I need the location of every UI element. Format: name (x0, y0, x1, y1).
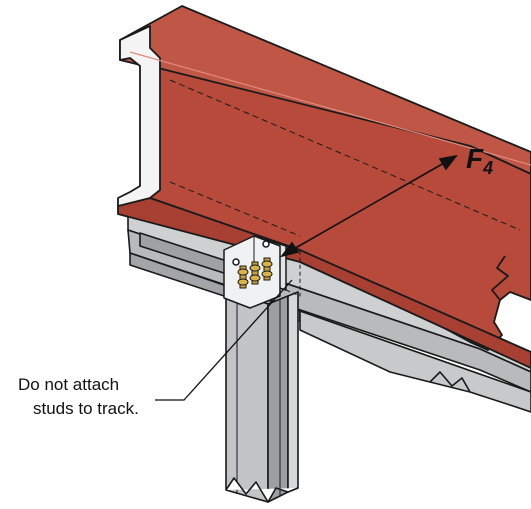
stud-side-face (267, 295, 289, 503)
force-arrow-icon (279, 154, 458, 258)
beam-bottom-flange (117, 197, 531, 369)
force-subscript: 4 (482, 158, 493, 178)
stud (225, 289, 299, 503)
beam-end-section (117, 25, 161, 207)
stud-right-flange (287, 291, 299, 493)
note-line-1: Do not attach (18, 375, 119, 394)
stud-front-face (225, 289, 269, 503)
i-beam (117, 5, 531, 369)
note-line-2: studs to track. (33, 399, 139, 418)
bolt-icon (237, 257, 273, 289)
force-label: F4 (466, 143, 493, 178)
leader-line-icon (155, 279, 293, 401)
force-letter: F (466, 143, 484, 174)
track-jagged-end (429, 371, 471, 393)
stud-jagged-end (225, 477, 299, 503)
beam-break-line (491, 255, 509, 301)
